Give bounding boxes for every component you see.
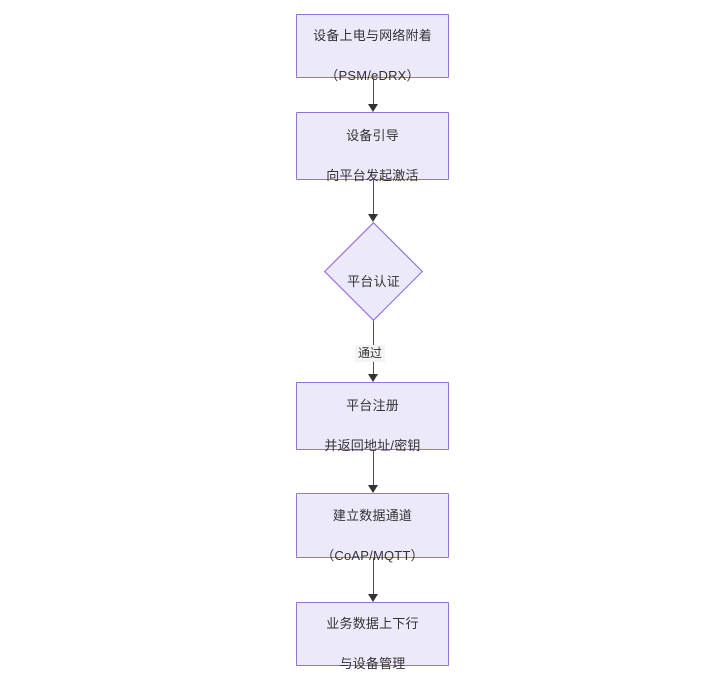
flow-node-platform-registration[interactable]: 平台注册 并返回地址/密钥	[296, 382, 449, 453]
arrowhead-icon	[368, 594, 378, 602]
flow-node-label: 平台注册 并返回地址/密钥	[324, 398, 421, 453]
flow-node-device-power-on[interactable]: 设备上电与网络附着 （PSM/eDRX）	[296, 14, 449, 83]
edge-label-pass: 通过	[355, 345, 386, 362]
edge-n2-n3	[368, 180, 378, 222]
flow-node-business-data[interactable]: 业务数据上下行 与设备管理	[296, 602, 449, 671]
edge-line	[373, 180, 374, 214]
flow-node-data-channel[interactable]: 建立数据通道 （CoAP/MQTT）	[296, 493, 449, 563]
diamond-shape	[324, 222, 423, 321]
flow-node-label: 设备引导 向平台发起激活	[326, 128, 419, 183]
edge-line	[373, 558, 374, 594]
edge-line	[373, 78, 374, 104]
edge-n3-n4: 通过	[355, 320, 386, 382]
edge-n4-n5	[368, 450, 378, 493]
arrowhead-icon	[368, 214, 378, 222]
flow-node-label: 平台认证	[347, 273, 400, 289]
flow-node-label: 业务数据上下行 与设备管理	[326, 616, 419, 671]
edge-n5-n6	[368, 558, 378, 602]
edge-line	[373, 450, 374, 485]
arrowhead-icon	[368, 104, 378, 112]
arrowhead-icon	[368, 374, 378, 382]
flow-node-device-bootstrap[interactable]: 设备引导 向平台发起激活	[296, 112, 449, 183]
flow-node-label: 建立数据通道 （CoAP/MQTT）	[321, 507, 424, 563]
arrowhead-icon	[368, 485, 378, 493]
flow-node-label: 设备上电与网络附着 （PSM/eDRX）	[313, 28, 432, 83]
flow-node-platform-authentication[interactable]: 平台认证	[324, 222, 423, 321]
edge-n1-n2	[368, 78, 378, 112]
